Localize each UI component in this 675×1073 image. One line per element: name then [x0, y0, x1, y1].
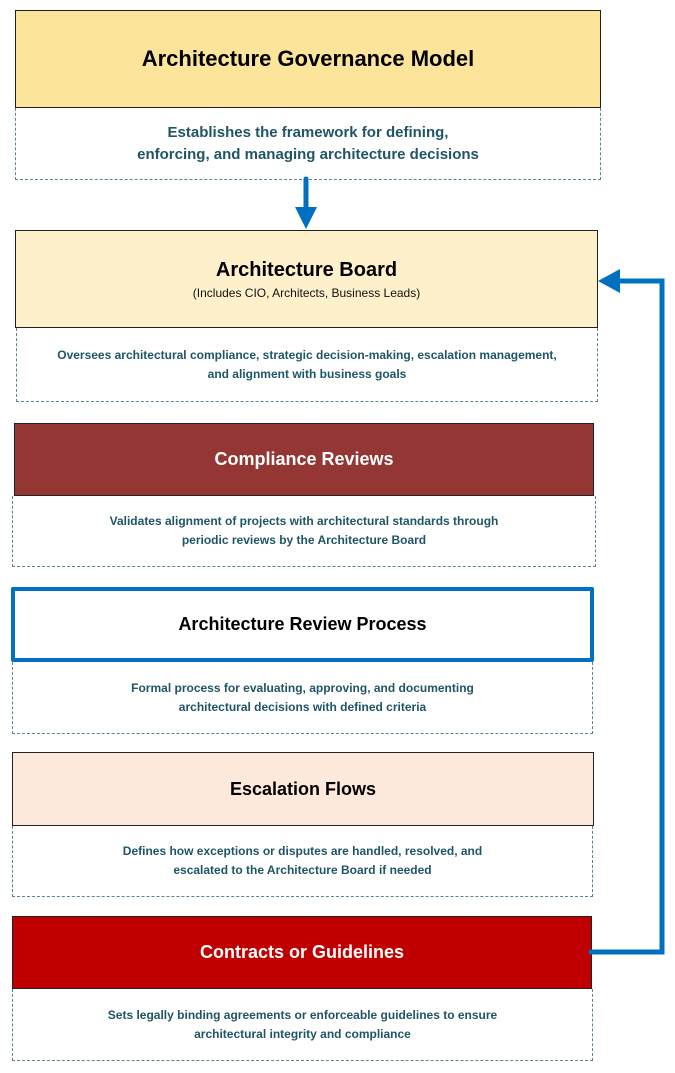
node-description: Sets legally binding agreements or enfor… [12, 989, 593, 1061]
node-title: Compliance Reviews [214, 449, 394, 469]
description-text: Validates alignment of projects with arc… [109, 514, 499, 547]
description-text: Oversees architectural compliance, strat… [57, 347, 557, 381]
node-title: Architecture Review Process [178, 614, 427, 634]
node-description: Formal process for evaluating, approving… [12, 662, 593, 734]
node-description: Defines how exceptions or disputes are h… [12, 826, 593, 897]
node-architecture-board: Architecture Board (Includes CIO, Archit… [15, 230, 598, 328]
node-contracts-guidelines: Contracts or Guidelines [12, 916, 592, 989]
feedback-arrow-contracts-to-board [588, 269, 665, 955]
node-escalation-flows: Escalation Flows [12, 752, 594, 826]
description-text: Sets legally binding agreements or enfor… [107, 1007, 498, 1041]
node-description: Establishes the framework for defining, … [15, 108, 601, 180]
node-title: Escalation Flows [229, 778, 377, 799]
node-architecture-review-process: Architecture Review Process [11, 587, 594, 662]
node-description: Oversees architectural compliance, strat… [16, 328, 598, 402]
node-title: Architecture Governance Model [141, 46, 475, 71]
node-governance-model: Architecture Governance Model [15, 10, 601, 108]
description-text: Formal process for evaluating, approving… [131, 680, 474, 714]
arrow-governance-to-board [295, 176, 317, 229]
description-text: Defines how exceptions or disputes are h… [122, 844, 483, 877]
node-description: Validates alignment of projects with arc… [12, 496, 596, 567]
node-subtitle: (Includes CIO, Architects, Business Lead… [192, 285, 421, 300]
node-title: Contracts or Guidelines [199, 942, 405, 962]
description-text: Establishes the framework for defining, … [137, 123, 479, 163]
node-title: Architecture Board [215, 258, 398, 281]
node-compliance-reviews: Compliance Reviews [14, 423, 594, 496]
